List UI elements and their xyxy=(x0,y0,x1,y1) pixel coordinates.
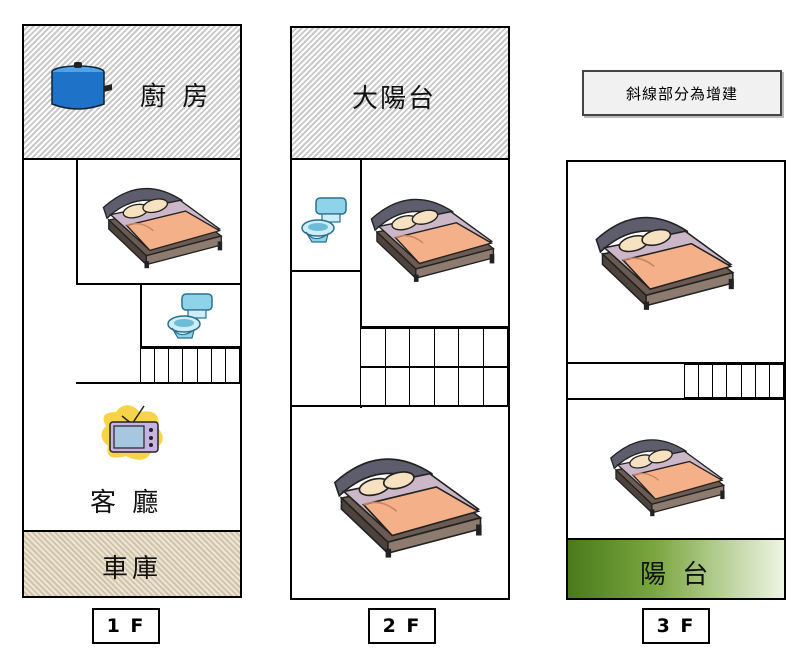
bed-icon xyxy=(370,198,495,283)
stairs-icon xyxy=(360,328,508,367)
stairs-icon xyxy=(360,367,508,406)
floor-3-label: 3 F xyxy=(642,608,710,644)
kitchen-label: 廚 房 xyxy=(140,82,213,112)
garage-label: 車庫 xyxy=(102,554,163,584)
bed-icon xyxy=(595,216,735,311)
floor-1-label: 1 F xyxy=(92,608,160,644)
pot-icon xyxy=(51,62,112,110)
balcony-area xyxy=(568,540,784,598)
kitchen-area xyxy=(24,26,240,159)
tv-icon xyxy=(101,405,163,460)
toilet-icon xyxy=(167,293,213,339)
legend-note: 斜線部分為增建 xyxy=(582,70,782,116)
balcony-label: 陽 台 xyxy=(640,560,713,590)
bed-icon xyxy=(333,458,483,559)
stairs-icon xyxy=(140,348,240,384)
stairs-icon xyxy=(684,364,784,398)
garage-area xyxy=(24,532,240,596)
big-balcony-label: 大陽台 xyxy=(352,84,437,114)
living-room-label: 客 廳 xyxy=(90,488,163,518)
floor-2-label: 2 F xyxy=(368,608,436,644)
big-balcony-area xyxy=(292,28,508,159)
bed-icon xyxy=(610,439,726,517)
toilet-icon xyxy=(301,197,347,243)
bed-icon xyxy=(102,187,223,269)
